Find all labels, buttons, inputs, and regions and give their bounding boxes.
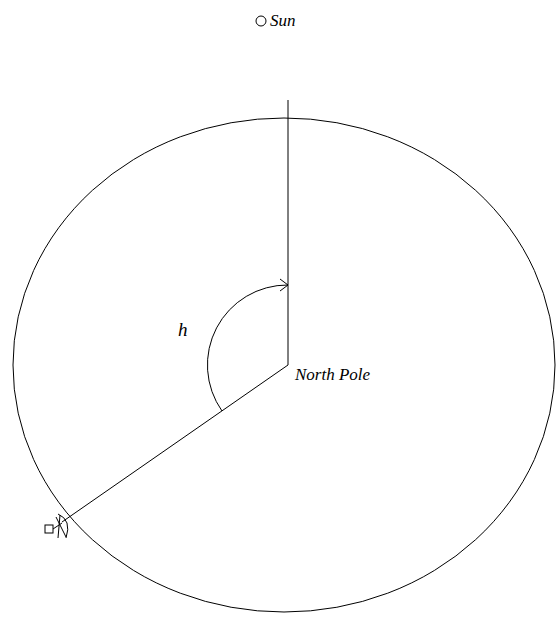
arrow-head: [280, 279, 288, 291]
sun-label: Sun: [270, 12, 296, 29]
angle-label: h: [178, 320, 188, 339]
observer-symbol: [45, 514, 68, 538]
sun-symbol: [256, 16, 266, 26]
earth-outline: [13, 118, 555, 612]
observer-line: [62, 365, 288, 522]
meridian-line: [288, 100, 289, 365]
pole-label: North Pole: [295, 366, 370, 383]
hour-angle-arc: [207, 285, 288, 411]
